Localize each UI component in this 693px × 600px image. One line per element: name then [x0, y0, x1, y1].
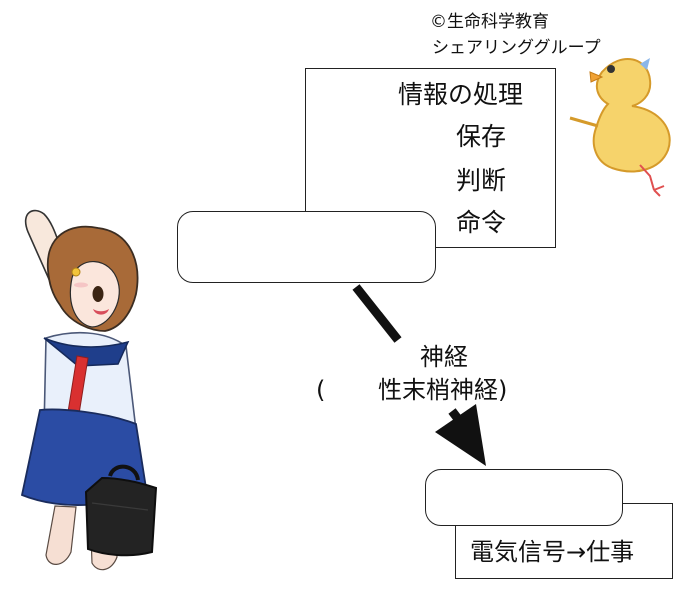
credit-line-2: シェアリンググループ [432, 38, 601, 58]
output-text: 電気信号→仕事 [470, 538, 635, 566]
nerve-label-line-2: 性末梢神経) [378, 376, 508, 404]
processing-item-4: 命令 [456, 208, 507, 237]
processing-item-3: 判断 [456, 166, 507, 195]
nerve-label-open-paren: ( [316, 376, 326, 404]
upper-blank-box [177, 211, 436, 283]
processing-item-2: 保存 [456, 122, 507, 151]
chick-icon [569, 58, 671, 197]
student-girl-icon [20, 209, 158, 571]
nerve-label-line-1: 神経 [420, 343, 468, 371]
processing-item-1: 情報の処理 [398, 80, 524, 109]
credit-line-1: ©生命科学教育 [430, 12, 549, 32]
lower-blank-box [425, 469, 623, 526]
